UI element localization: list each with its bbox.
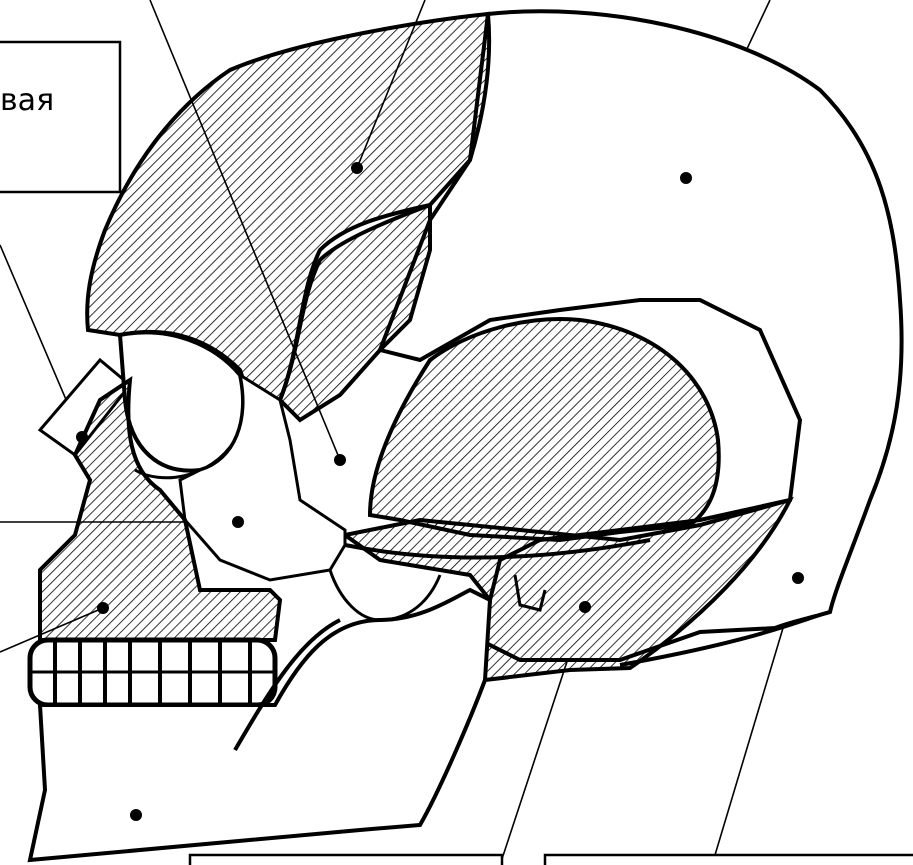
label-frontal-text: вая: [0, 83, 54, 118]
label-box-frontal: вая: [0, 42, 120, 192]
dot-maxilla: [97, 602, 109, 614]
dot-parietal: [680, 172, 692, 184]
dot-nasal: [76, 431, 88, 443]
teeth: [30, 640, 275, 705]
dot-frontal: [351, 162, 363, 174]
dot-mandible: [130, 809, 142, 821]
dot-occipital: [792, 572, 804, 584]
dot-temporal: [579, 601, 591, 613]
label-box-occipital: [545, 855, 913, 865]
label-box-temporal: [190, 855, 502, 865]
dot-zygomatic: [232, 516, 244, 528]
dot-sphenoid: [334, 454, 346, 466]
